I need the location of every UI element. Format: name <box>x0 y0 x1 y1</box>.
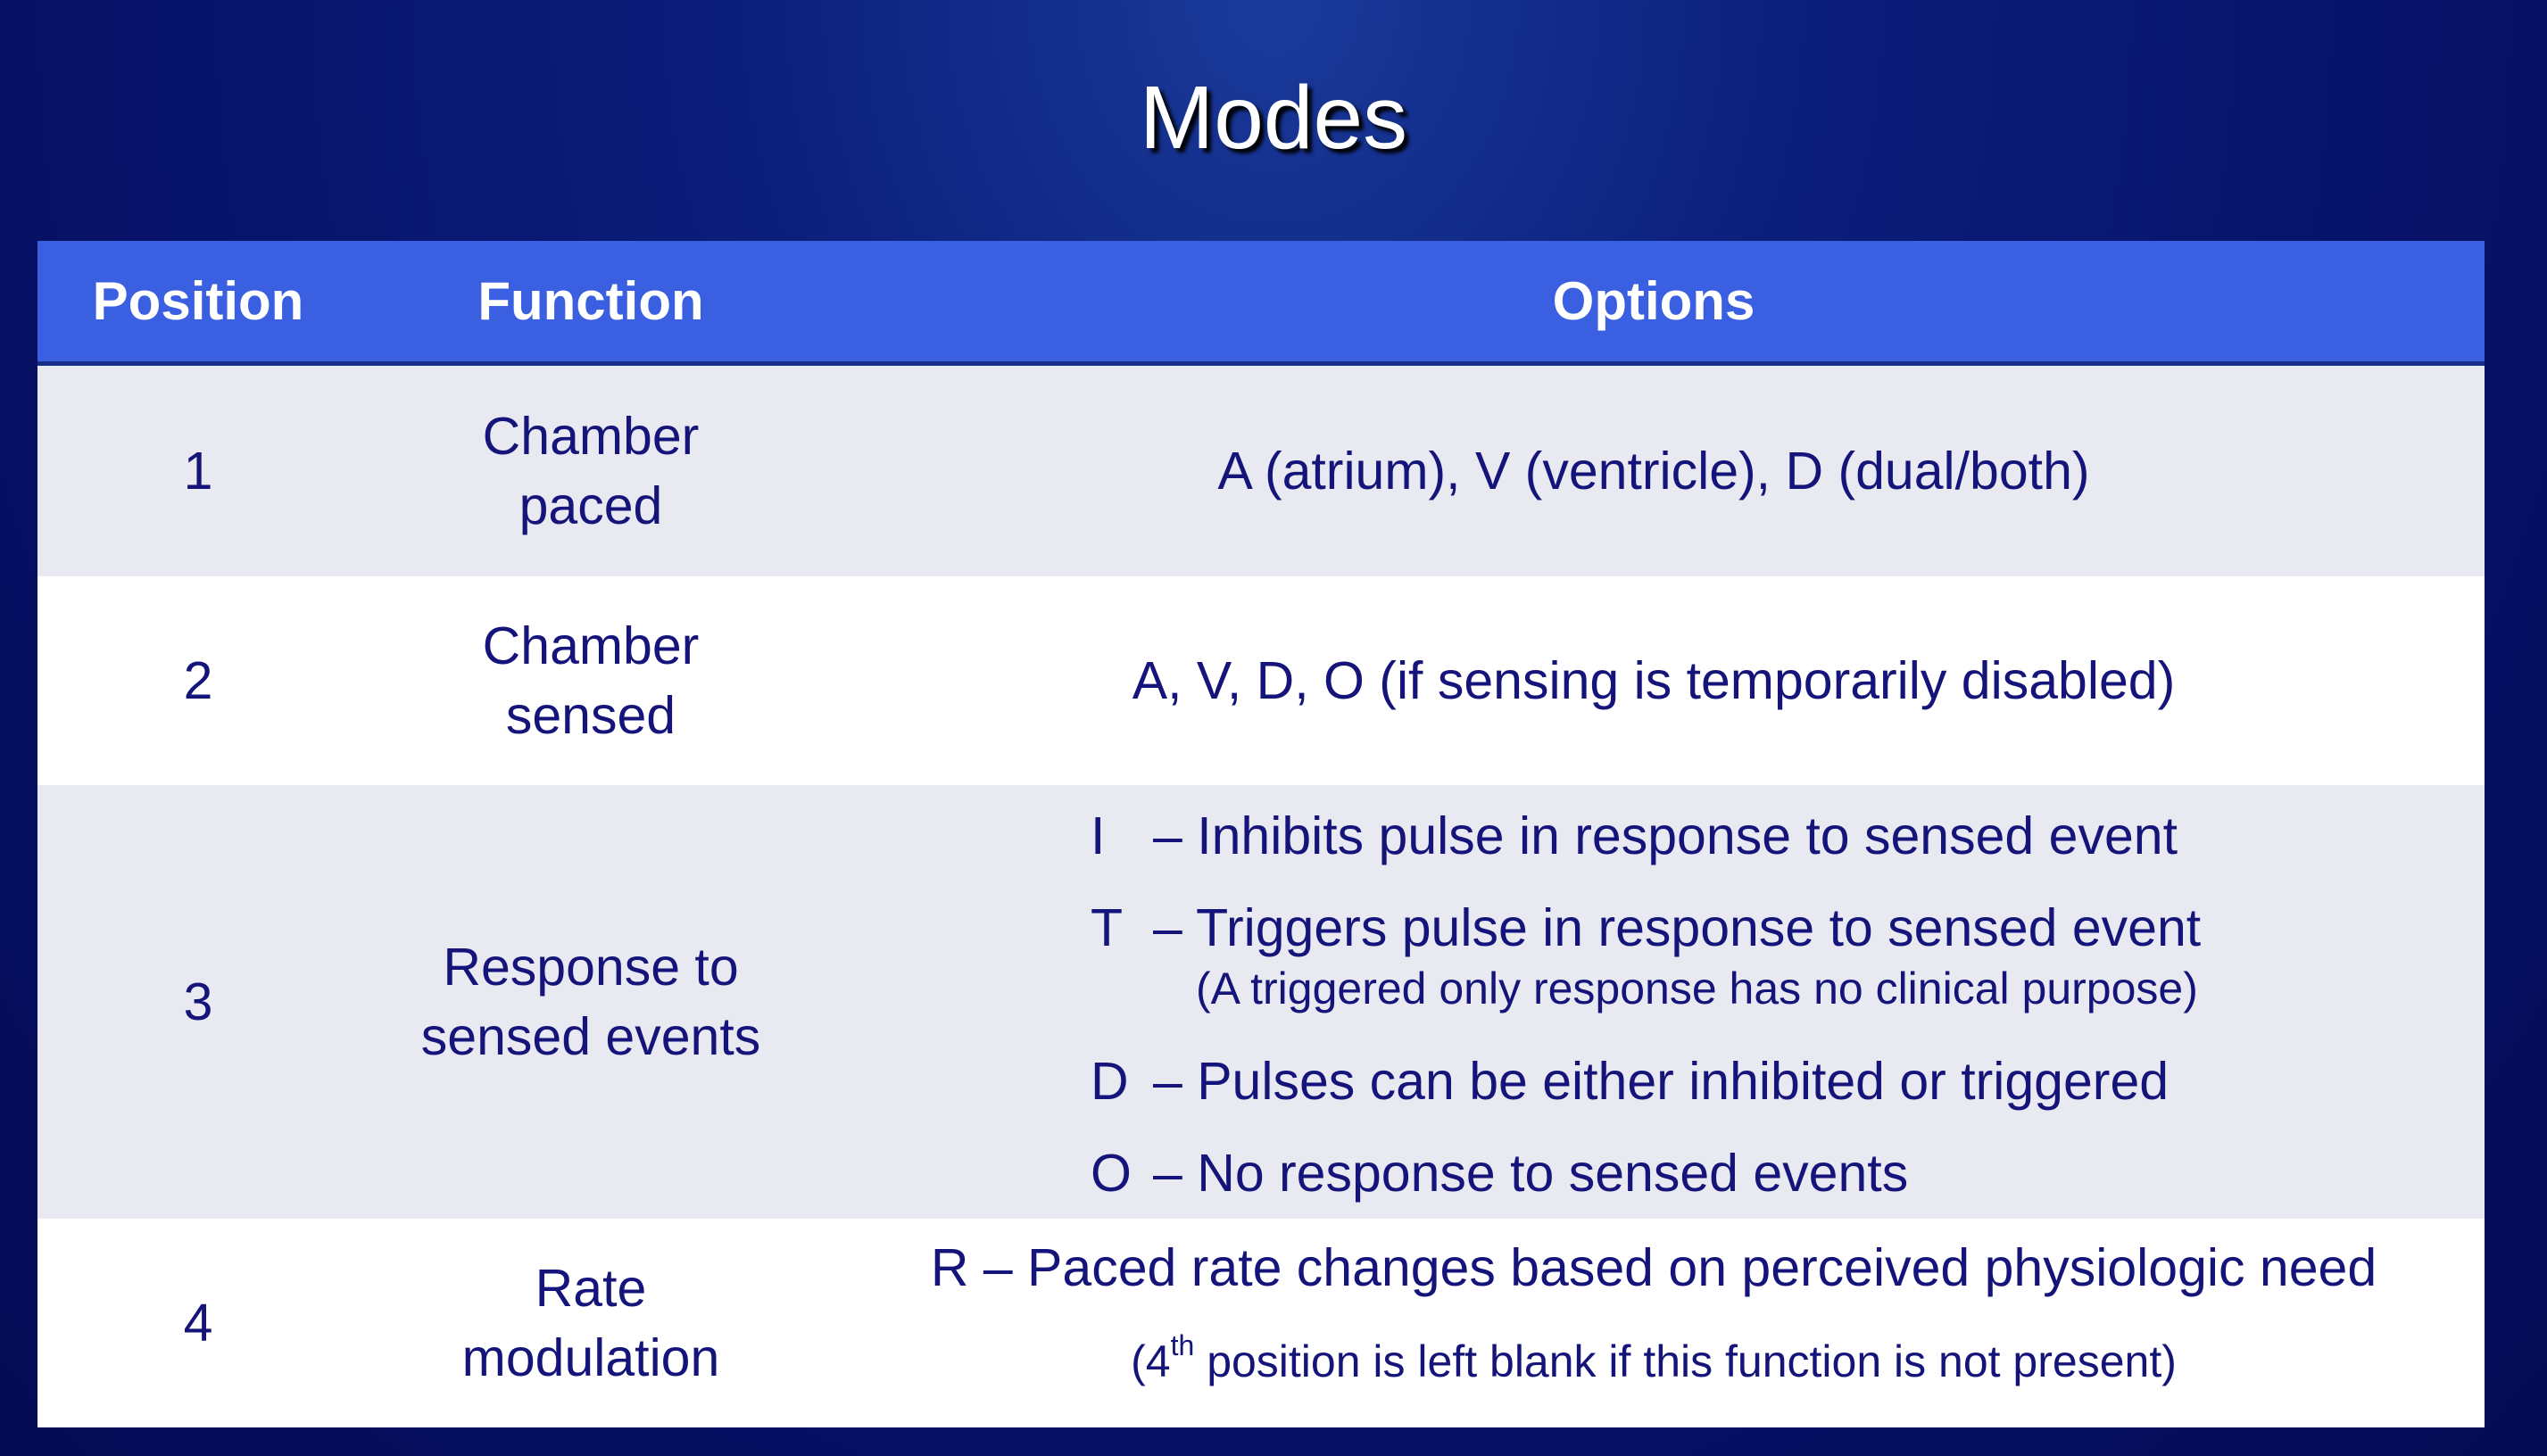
table-row-2: 2 Chamber sensed A, V, D, O (if sensing … <box>37 576 2485 785</box>
option-item-dual: D – Pulses can be either inhibited or tri… <box>1091 1050 2169 1113</box>
row-3-function-line1: Response to <box>443 938 739 997</box>
row-4-options: R – Paced rate changes based on perceive… <box>823 1219 2485 1427</box>
table-row-1: 1 Chamber paced A (atrium), V (ventricle… <box>37 366 2485 576</box>
row-1-function-line1: Chamber <box>482 407 700 466</box>
row-3-function: Response to sensed events <box>359 785 823 1219</box>
table-row-3: 3 Response to sensed events I – Inhibits … <box>37 785 2485 1219</box>
row-1-function-line2: paced <box>519 476 663 535</box>
table-header-row: Position Function Options <box>37 241 2485 366</box>
option-letter: I <box>1091 807 1106 865</box>
modes-table: Position Function Options 1 Chamber pace… <box>37 241 2485 1427</box>
row-4-function: Rate modulation <box>359 1219 823 1427</box>
option-letter: O <box>1091 1144 1132 1203</box>
option-item-none: O – No response to sensed events <box>1091 1142 1908 1204</box>
row-2-options: A, V, D, O (if sensing is temporarily di… <box>1132 651 2176 710</box>
row-4-position: 4 <box>183 1294 213 1353</box>
row-4-function-line1: Rate <box>535 1259 647 1318</box>
option-trigger-note: (A triggered only response has no clinic… <box>1196 964 2198 1013</box>
row-3-function-line2: sensed events <box>420 1007 761 1066</box>
option-item-rate: R – Paced rate changes based on perceive… <box>930 1238 2377 1297</box>
row-3-options: I – Inhibits pulse in response to sensed … <box>823 785 2485 1219</box>
slide-title: Modes <box>1139 68 1408 168</box>
row-1-position: 1 <box>183 442 213 500</box>
rate-note-suffix: position is left blank if this function … <box>1194 1336 2177 1386</box>
rate-note-superscript: th <box>1170 1329 1195 1361</box>
option-item-trigger: T – Triggers pulse in response to sensed … <box>1091 897 2201 959</box>
row-4-function-line2: modulation <box>461 1328 720 1387</box>
option-text: – Pulses can be either inhibited or trig… <box>1153 1052 2170 1111</box>
option-letter: T <box>1091 898 1124 957</box>
option-rate-note: (4th position is left blank if this func… <box>823 1331 2485 1388</box>
row-1-function: Chamber paced <box>359 366 823 576</box>
header-options: Options <box>1552 271 1755 331</box>
table-row-4: 4 Rate modulation R – Paced rate changes… <box>37 1219 2485 1427</box>
option-item-inhibit: I – Inhibits pulse in response to sensed … <box>1091 805 2178 867</box>
row-2-position: 2 <box>183 651 213 710</box>
row-1-options: A (atrium), V (ventricle), D (dual/both) <box>1217 442 2090 500</box>
option-text: – Inhibits pulse in response to sensed e… <box>1153 807 2178 865</box>
option-text: – Triggers pulse in response to sensed e… <box>1153 898 2202 957</box>
option-letter: D <box>1091 1052 1129 1111</box>
row-3-position: 3 <box>183 972 213 1031</box>
row-2-function-line2: sensed <box>505 686 676 745</box>
rate-note-prefix: (4 <box>1131 1336 1171 1386</box>
option-text: – No response to sensed events <box>1153 1144 1909 1203</box>
row-2-function-line1: Chamber <box>482 616 700 675</box>
header-position: Position <box>92 271 304 331</box>
header-function: Function <box>477 271 704 331</box>
row-2-function: Chamber sensed <box>359 576 823 785</box>
